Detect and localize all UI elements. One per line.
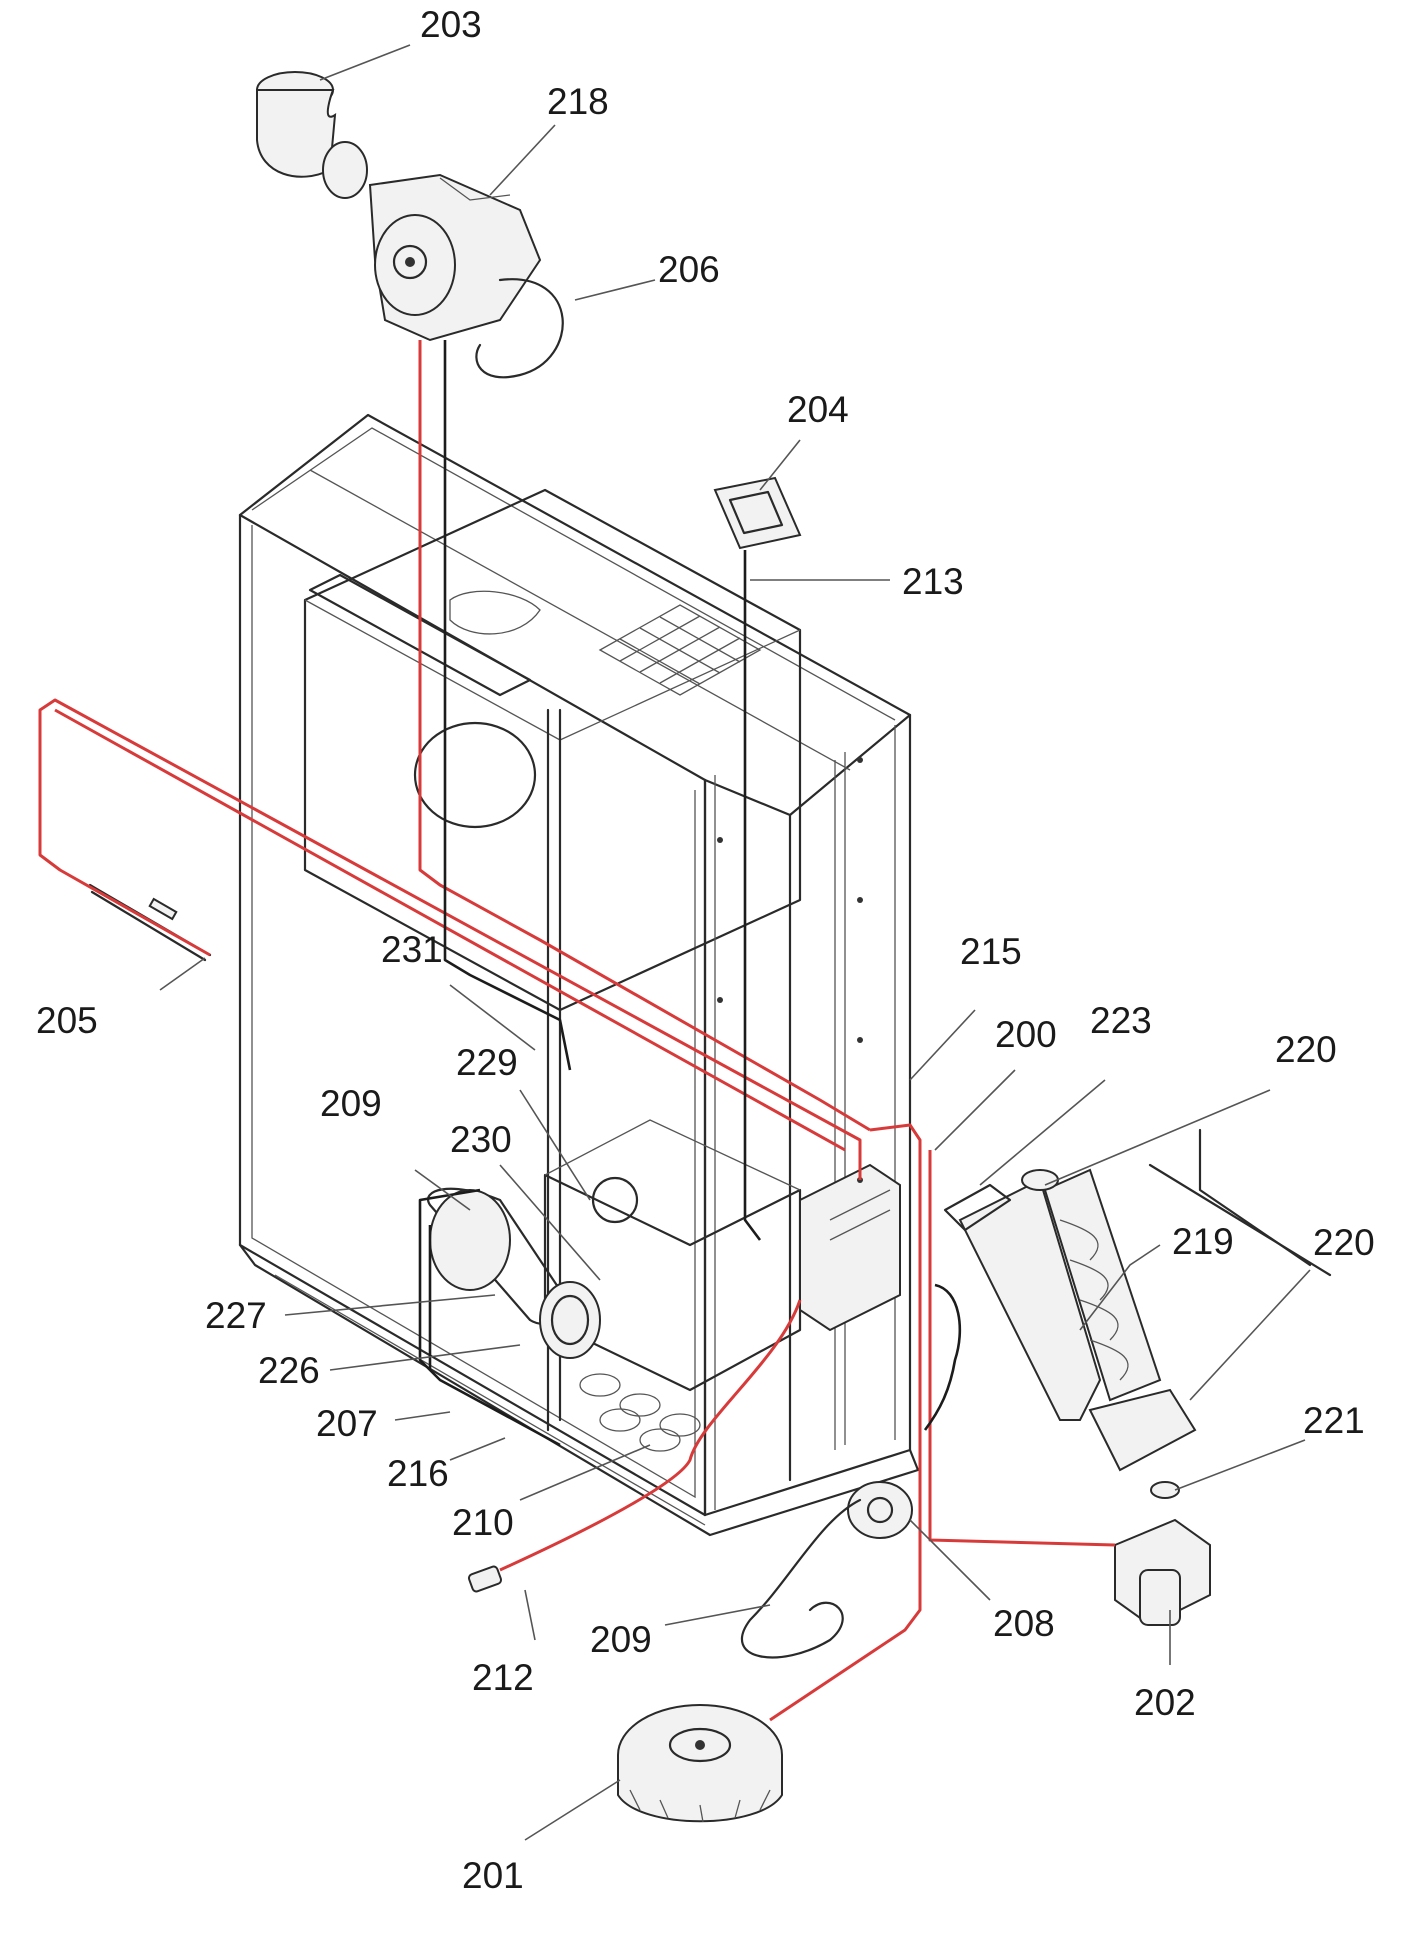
cabinet-frame	[238, 413, 920, 1537]
part-218-blower	[368, 173, 542, 342]
callout-209a: 209	[320, 1083, 382, 1124]
part-201-fan-wheel	[617, 1704, 783, 1823]
part-203-flue-elbow	[256, 71, 368, 199]
callout-205: 205	[36, 1000, 98, 1041]
part-223-bracket	[1088, 1388, 1197, 1472]
callout-220b: 220	[1313, 1222, 1375, 1263]
callout-220a: 220	[1275, 1029, 1337, 1070]
part-220-rods	[1148, 1128, 1332, 1277]
callout-229: 229	[456, 1042, 518, 1083]
callout-204: 204	[787, 389, 849, 430]
leader-lines	[159, 44, 1311, 1841]
callout-227: 227	[205, 1295, 267, 1336]
callout-223: 223	[1090, 1000, 1152, 1041]
callout-201: 201	[462, 1855, 524, 1896]
wiring-harness	[38, 340, 1116, 1722]
callout-213: 213	[902, 561, 964, 602]
callout-207: 207	[316, 1403, 378, 1444]
part-219-auger	[943, 1168, 1162, 1421]
callout-231: 231	[381, 929, 443, 970]
callout-200: 200	[995, 1014, 1057, 1055]
part-202-auger-motor	[1114, 1518, 1211, 1627]
callout-218: 218	[547, 81, 609, 122]
part-206-pressure-hose	[475, 278, 564, 379]
callout-212: 212	[472, 1657, 534, 1698]
callout-209b: 209	[590, 1619, 652, 1660]
part-208-pressure-switch	[847, 1481, 913, 1539]
callout-221: 221	[1303, 1400, 1365, 1441]
callout-219: 219	[1172, 1221, 1234, 1262]
callout-215: 215	[960, 931, 1022, 972]
callout-230: 230	[450, 1119, 512, 1160]
callout-216: 216	[387, 1453, 449, 1494]
callout-202: 202	[1134, 1682, 1196, 1723]
callout-206: 206	[658, 249, 720, 290]
callout-226: 226	[258, 1350, 320, 1391]
callout-labels: 203 218 206 204 213 205 231 215 200 223 …	[36, 4, 1375, 1896]
part-204-display-bezel	[713, 476, 802, 550]
callout-208: 208	[993, 1603, 1055, 1644]
part-209-hose	[741, 1498, 862, 1659]
part-212-plug	[467, 1565, 503, 1593]
callout-203: 203	[420, 4, 482, 45]
part-221-coupler	[1150, 1481, 1180, 1499]
callout-210: 210	[452, 1502, 514, 1543]
